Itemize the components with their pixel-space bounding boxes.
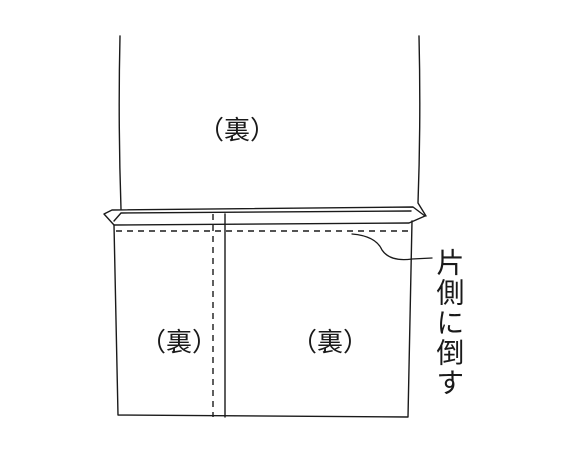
- seam-allowance-fold: [103, 206, 426, 226]
- top-panel-left-edge: [118, 35, 122, 210]
- bottom-left-panel-label: （裏）: [140, 328, 219, 358]
- top-panel-label: （裏）: [198, 116, 277, 146]
- top-panel-right-edge: [417, 35, 427, 217]
- callout-leader-line: [351, 233, 433, 261]
- callout-text: 片側に倒す: [432, 248, 466, 398]
- seam-allowance-inner-line: [113, 210, 412, 222]
- bottom-panel-outline: [113, 220, 413, 418]
- bottom-right-panel-label: （裏）: [291, 328, 370, 358]
